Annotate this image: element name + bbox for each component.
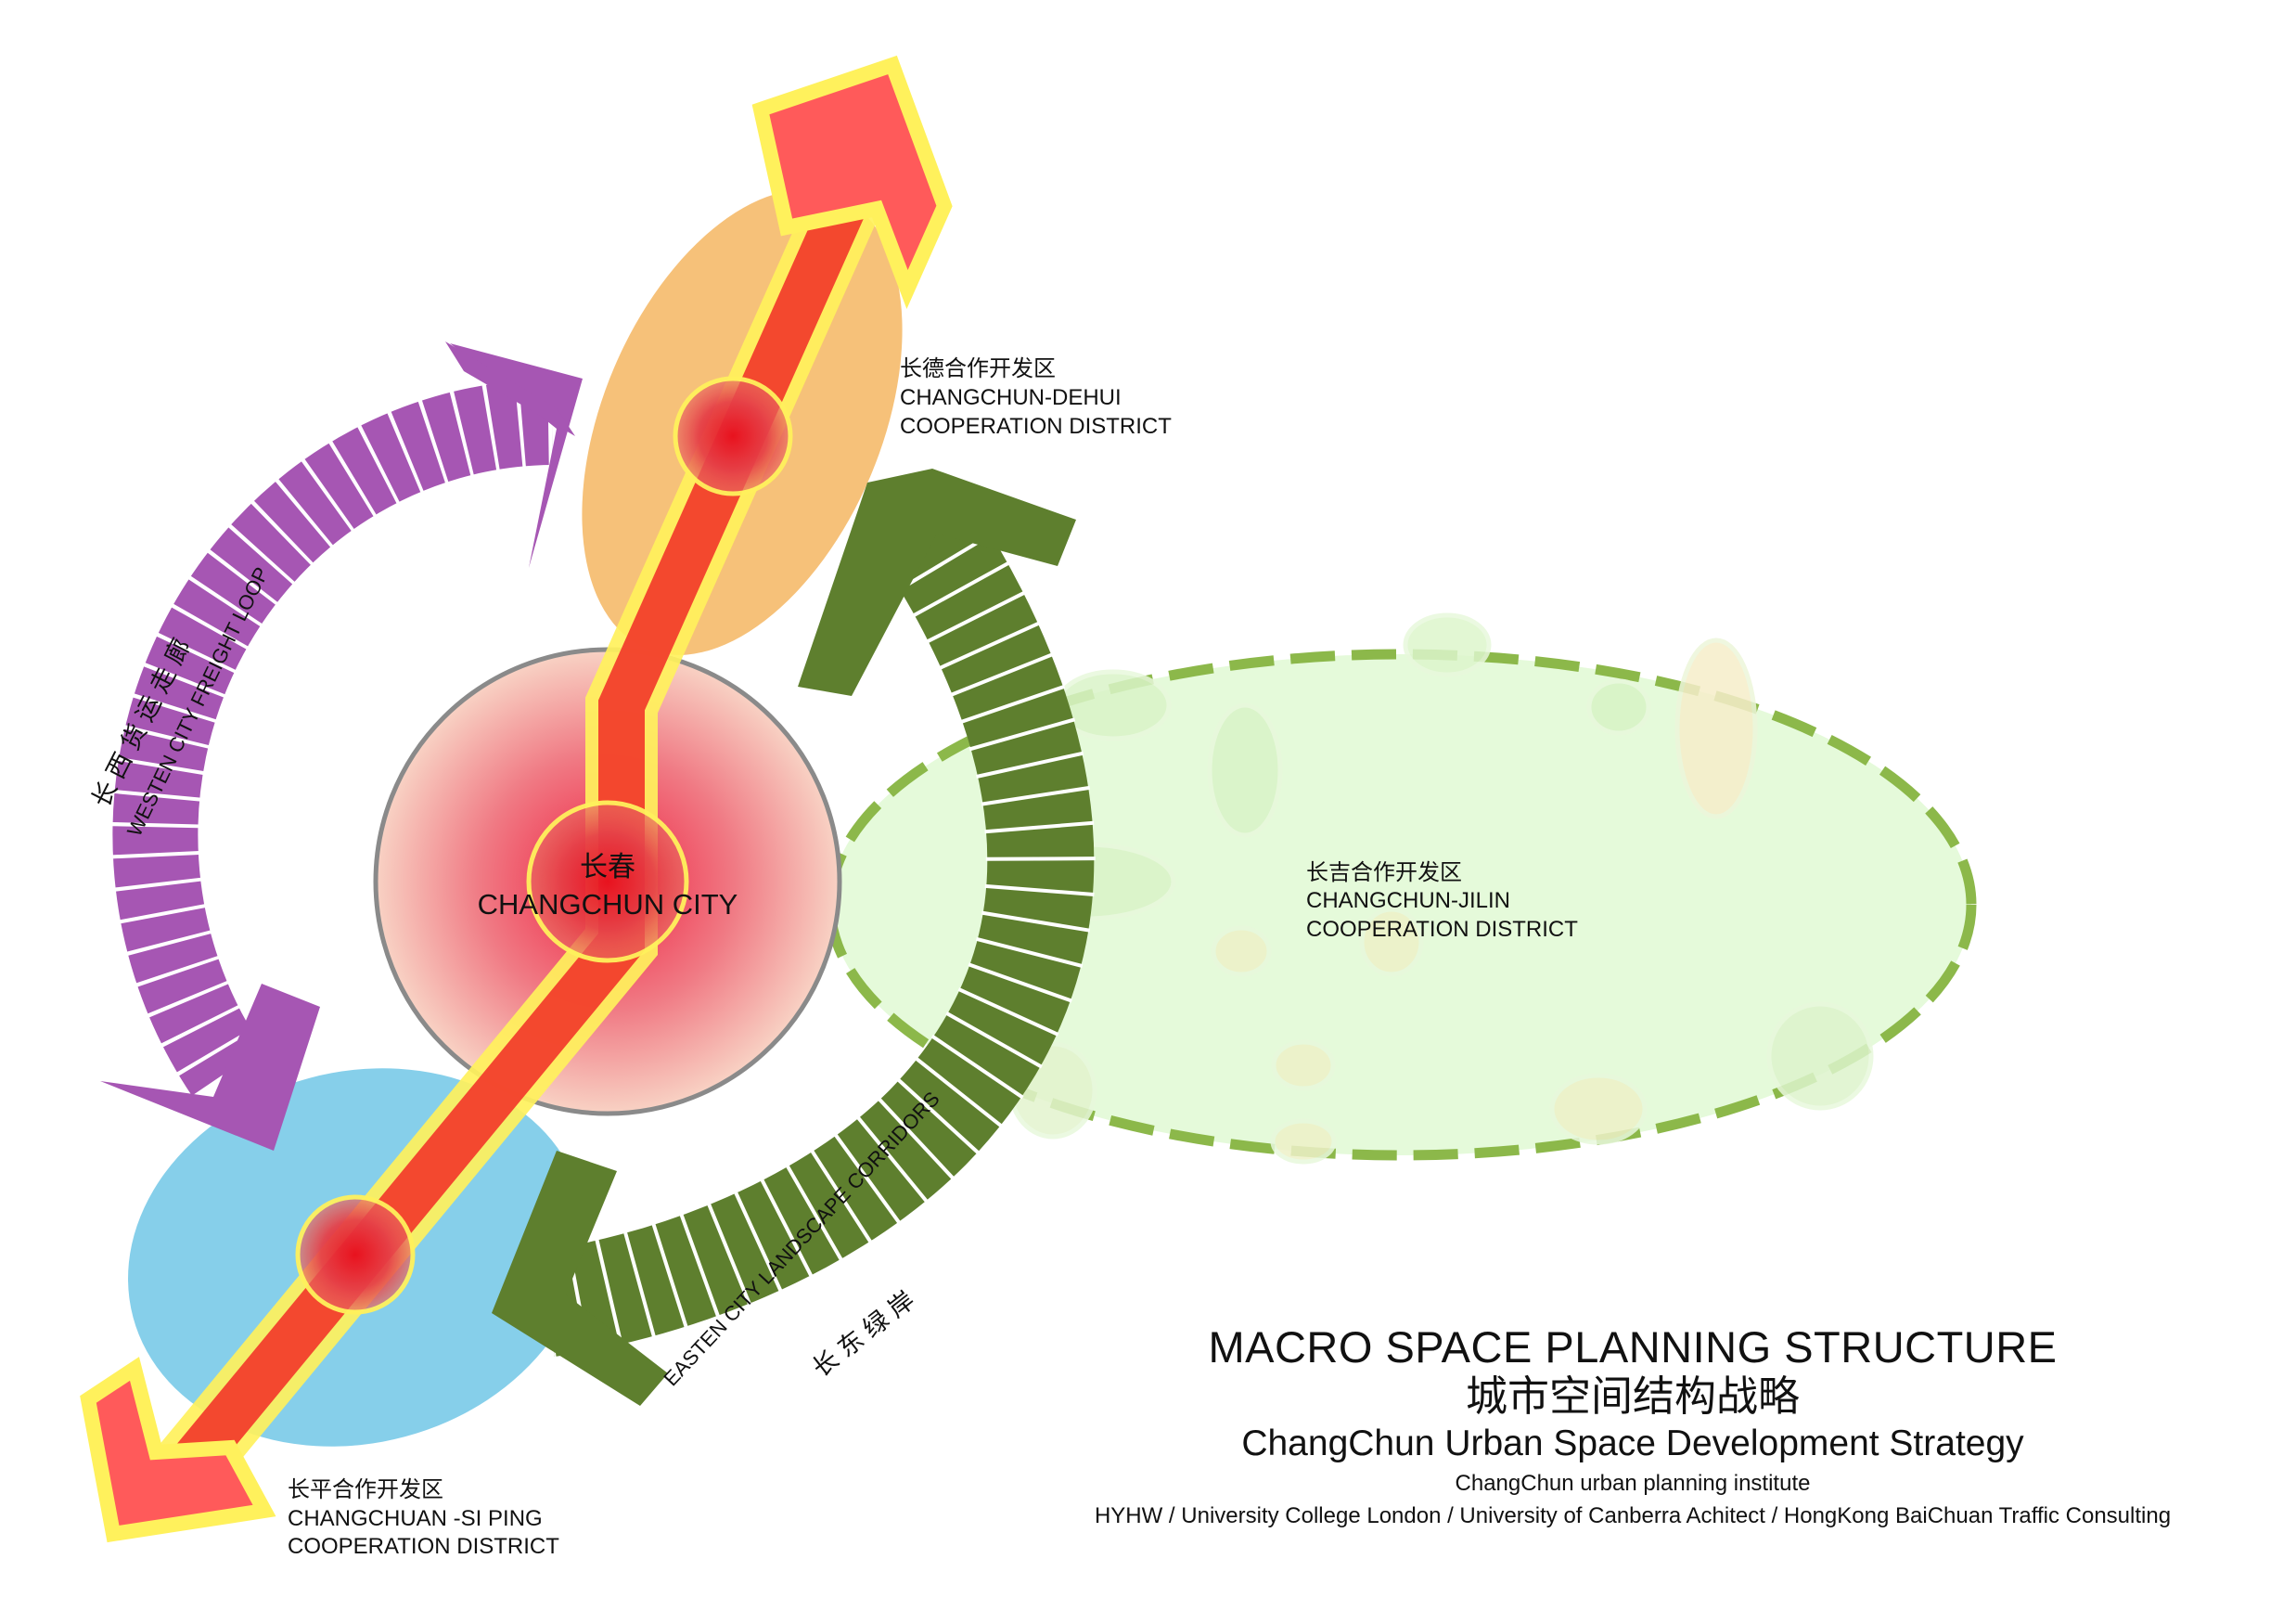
jilin-label-en2: COOPERATION DISTRICT [1306, 917, 1578, 942]
axis-arrowhead-north [751, 55, 953, 310]
dehui-label-en1: CHANGCHUN-DEHUI [900, 385, 1122, 410]
siping-label-en2: COOPERATION DISTRICT [288, 1534, 559, 1559]
jilin-label: 长吉合作开发区 CHANGCHUN-JILIN COOPERATION DIST… [1306, 860, 1578, 942]
western-loop-arrowhead-top [450, 343, 583, 568]
siping-label-en1: CHANGCHUAN -SI PING [288, 1506, 543, 1531]
eastern-corridor-arrowhead-top [798, 469, 1076, 696]
western-loop-arrowhead-top-tail [445, 341, 575, 436]
western-freight-loop [100, 341, 583, 1151]
jilin-label-en1: CHANGCHUN-JILIN [1306, 888, 1510, 913]
title-subtitle: ChangChun Urban Space Development Strate… [1241, 1423, 2024, 1463]
title-main: MACRO SPACE PLANNING STRUCTURE [1208, 1322, 2058, 1372]
western-loop-arrowhead-bottom [100, 984, 320, 1151]
east-corridor-label-cn: 长 东 绿 岸 [807, 1286, 919, 1383]
city-label-en: CHANGCHUN CITY [478, 888, 738, 921]
jilin-label-cn: 长吉合作开发区 [1306, 860, 1462, 885]
city-node [526, 800, 689, 963]
title-block: MACRO SPACE PLANNING STRUCTURE 城市空间结构战略 … [983, 1322, 2282, 1532]
eastern-landscape-corridor [492, 469, 1096, 1406]
dehui-label-cn: 长德合作开发区 [900, 356, 1056, 381]
eastern-corridor-arrowhead-bottom [492, 1151, 668, 1406]
siping-label-cn: 长平合作开发区 [288, 1477, 443, 1502]
eastern-corridor-band [539, 504, 1095, 1357]
dehui-node [673, 376, 793, 496]
city-label-cn: 长春 [580, 852, 635, 882]
credit-institute: ChangChun urban planning institute [1455, 1471, 1811, 1496]
western-loop-band [112, 380, 553, 1096]
siping-node [295, 1194, 416, 1315]
title-cn: 城市空间结构战略 [1465, 1372, 1800, 1421]
dehui-label: 长德合作开发区 CHANGCHUN-DEHUI COOPERATION DIST… [900, 356, 1172, 439]
axis-arrowhead-south [80, 1357, 276, 1543]
dehui-label-en2: COOPERATION DISTRICT [900, 414, 1172, 439]
credit-partners: HYHW / University College London / Unive… [1094, 1503, 2172, 1528]
siping-label: 长平合作开发区 CHANGCHUAN -SI PING COOPERATION … [288, 1477, 559, 1559]
